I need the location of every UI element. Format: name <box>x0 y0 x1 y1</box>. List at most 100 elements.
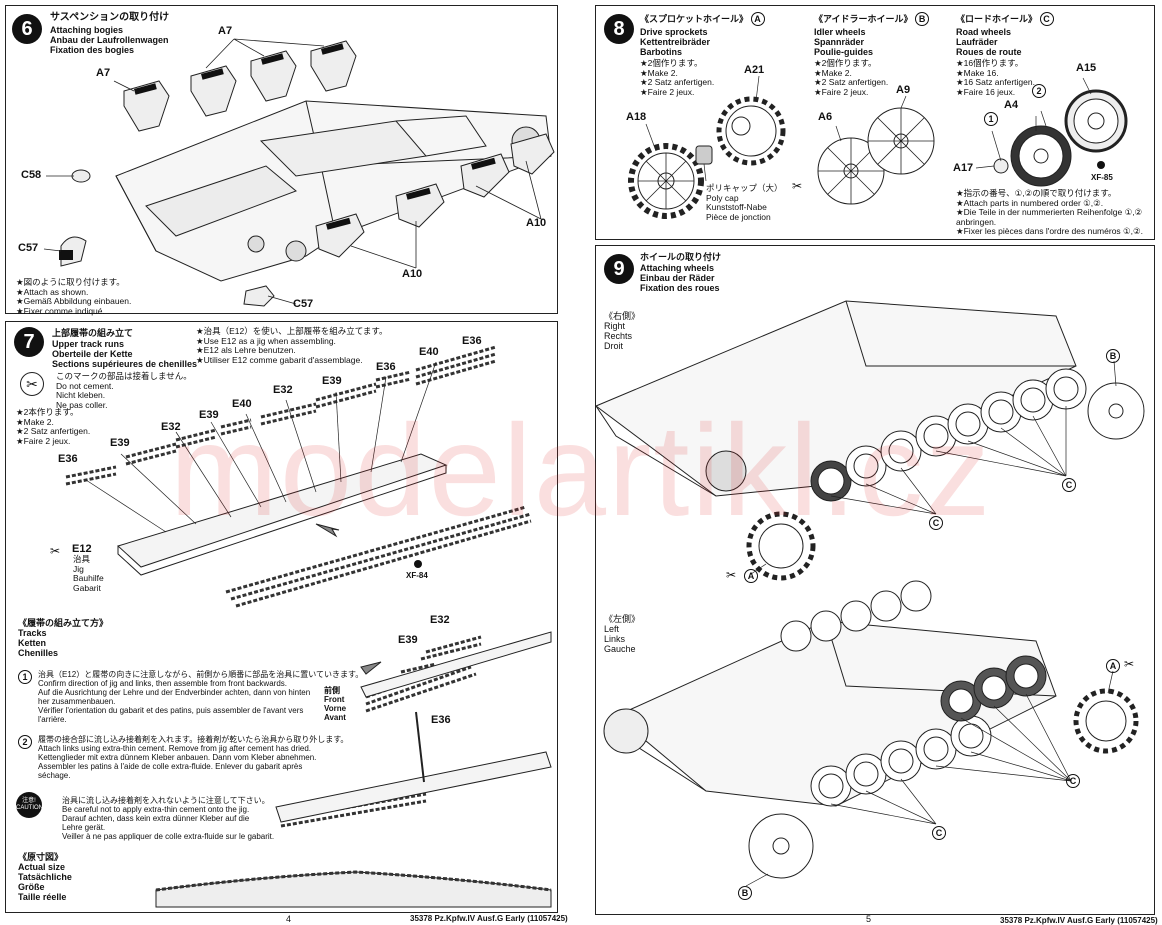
step-7-panel: 7 上部履帯の組み立て Upper track runs Oberteile d… <box>5 321 558 913</box>
letter-b-badge: B <box>738 886 752 900</box>
idler-make: ★2個作ります。 ★Make 2. ★2 Satz anfertigen. ★F… <box>814 58 889 97</box>
no-cement-icon: ✂ <box>726 568 737 582</box>
sprocket-title: 《スプロケットホイール》 A <box>640 12 765 26</box>
caution-text: 治具に流し込み接着剤を入れないように注意して下さい。 Be careful no… <box>62 796 275 841</box>
paint-code: XF-85 <box>1091 173 1113 182</box>
step-9-panel: 9 ホイールの取り付け Attaching wheels Einbau der … <box>595 245 1155 915</box>
letter-c-badge: C <box>1066 774 1080 788</box>
part-label-e32: E32 <box>161 421 181 433</box>
letter-c-badge: C <box>932 826 946 840</box>
step-9-number: 9 <box>604 254 634 284</box>
page-number-left: 4 <box>286 914 292 924</box>
part-label-a9: A9 <box>896 84 911 96</box>
part-label-e39: E39 <box>110 437 130 449</box>
step-7-track-drawing <box>65 345 552 908</box>
step-7-title-jp: 上部履帯の組み立て <box>52 328 134 338</box>
part-label-a10: A10 <box>402 268 423 280</box>
part-label-c58: C58 <box>21 169 42 181</box>
part-label-e39: E39 <box>322 375 342 387</box>
part-label-a17: A17 <box>953 162 974 174</box>
tracks-title: 《履帯の組み立て方》 Tracks Ketten Chenilles <box>18 618 109 658</box>
footer-left: 35378 Pz.Kpfw.IV Ausf.G Early (11057425) <box>410 914 568 923</box>
instruction-1: 治具（E12）と履帯の向きに注意しながら、前側から順番に部品を治具に置いていきま… <box>38 670 364 724</box>
step-6-title-jp: サスペンションの取り付け <box>50 12 170 23</box>
part-label-a18: A18 <box>626 111 647 123</box>
footer-right: 35378 Pz.Kpfw.IV Ausf.G Early (11057425) <box>1000 916 1158 925</box>
step-6-title: Attaching bogies Anbau der Laufrollenwag… <box>50 25 169 55</box>
part-label-e36: E36 <box>58 453 78 465</box>
step-circle-2: 2 <box>18 735 32 749</box>
step-9-title-jp: ホイールの取り付け <box>640 252 722 262</box>
letter-c-badge: C <box>929 516 943 530</box>
idler-title: 《アイドラーホイール》 B <box>814 12 930 26</box>
step-8-wheels-drawing <box>628 75 1128 219</box>
jig-label-text: 治具 Jig Bauhilfe Gabarit <box>73 554 104 593</box>
part-label-a6: A6 <box>818 111 833 123</box>
page-number-right: 5 <box>866 914 872 924</box>
sprocket-lines: Drive sprockets Kettentreibräder Barboti… <box>640 27 711 57</box>
part-label-e32: E32 <box>273 384 293 396</box>
part-label-c57: C57 <box>293 298 314 310</box>
detail-label-e36: E36 <box>431 714 451 726</box>
no-cement-icon: ✂ <box>20 372 44 396</box>
letter-a-badge: A <box>744 569 758 583</box>
idler-lines: Idler wheels Spannräder Poulie-guides <box>814 27 874 57</box>
right-side-label: 《右側》 Right Rechts Droit <box>604 311 641 351</box>
step-7-number: 7 <box>14 327 44 357</box>
sprocket-make: ★2個作ります。 ★Make 2. ★2 Satz anfertigen. ★F… <box>640 58 715 97</box>
make-2-note: ★2本作ります。 ★Make 2. ★2 Satz anfertigen. ★F… <box>16 407 91 446</box>
part-label-a7: A7 <box>96 67 111 79</box>
order-note: ★指示の番号、①,②の順で取り付けます。 ★Attach parts in nu… <box>956 188 1143 236</box>
step-7-title: Upper track runs Oberteile der Kette Sec… <box>52 339 198 369</box>
step-9-hull-drawing <box>595 300 1145 887</box>
no-cement-note: このマークの部品は接着しません。 Do not cement. Nicht kl… <box>56 371 192 410</box>
part-label-a15: A15 <box>1076 62 1097 74</box>
polycap-label: ポリキャップ（大） Poly cap Kunststoff-Nabe Pièce… <box>706 183 783 222</box>
road-title-text: 《ロードホイール》 <box>956 14 1038 24</box>
paint-dot <box>1097 161 1105 169</box>
jig-note: ★治具（E12）を使い、上部履帯を組み立てます。 ★Use E12 as a j… <box>196 326 388 365</box>
road-title: 《ロードホイール》 C <box>956 12 1054 26</box>
instruction-2: 履帯の接合部に流し込み接着剤を入れます。接着剤が乾いたら治具から取り外します。 … <box>38 735 349 780</box>
letter-a-badge: A <box>1106 659 1120 673</box>
part-label-e40: E40 <box>419 346 439 358</box>
idler-title-text: 《アイドラーホイール》 <box>814 14 913 24</box>
order-circle-2: 2 <box>1032 84 1046 98</box>
part-label-c57: C57 <box>18 242 39 254</box>
caution-icon: 注意! CAUTION <box>16 792 43 818</box>
step-6-note: ★図のように取り付けます。 ★Attach as shown. ★Gemäß A… <box>16 277 132 316</box>
left-side-label: 《左側》 Left Links Gauche <box>604 614 641 654</box>
step-6-chassis-drawing <box>43 38 555 307</box>
detail-label-e39: E39 <box>398 634 418 646</box>
letter-a-badge: A <box>750 12 765 26</box>
step-6-number: 6 <box>12 14 42 44</box>
step-9-title: Attaching wheels Einbau der Räder Fixati… <box>640 263 720 293</box>
actual-size-label: 《原寸図》 Actual size Tatsächliche Größe Tai… <box>18 852 72 902</box>
part-label-e36: E36 <box>462 335 482 347</box>
no-cement-icon: ✂ <box>1124 657 1135 671</box>
road-lines: Road wheels Laufräder Roues de route <box>956 27 1022 57</box>
letter-c-badge: C <box>1062 478 1076 492</box>
sprocket-title-text: 《スプロケットホイール》 <box>640 14 749 24</box>
part-label-a4: A4 <box>1004 99 1019 111</box>
no-cement-icon: ✂ <box>50 544 61 558</box>
step-8-panel: 8 《スプロケットホイール》 A Drive sprockets Kettent… <box>595 5 1155 240</box>
road-make: ★16個作ります。 ★Make 16. ★16 Satz anfertigen.… <box>956 58 1035 97</box>
part-label-a10: A10 <box>526 217 547 229</box>
step-8-number: 8 <box>604 14 634 44</box>
order-circle-1: 1 <box>984 112 998 126</box>
letter-b-badge: B <box>1106 349 1120 363</box>
part-label-e40: E40 <box>232 398 252 410</box>
no-cement-icon: ✂ <box>792 179 803 193</box>
part-label-a21: A21 <box>744 64 765 76</box>
letter-b-badge: B <box>915 12 930 26</box>
watermark: modelartikl.cz <box>169 397 993 543</box>
front-label: 前側 Front Vorne Avant <box>324 686 347 722</box>
detail-label-e32: E32 <box>430 614 450 626</box>
part-label-e36: E36 <box>376 361 396 373</box>
step-6-panel: 6 サスペンションの取り付け Attaching bogies Anbau de… <box>5 5 558 316</box>
jig-part-label: E12 <box>72 543 92 555</box>
paint-code: XF-84 <box>406 571 428 580</box>
step-circle-1: 1 <box>18 670 32 684</box>
letter-c-badge: C <box>1039 12 1054 26</box>
